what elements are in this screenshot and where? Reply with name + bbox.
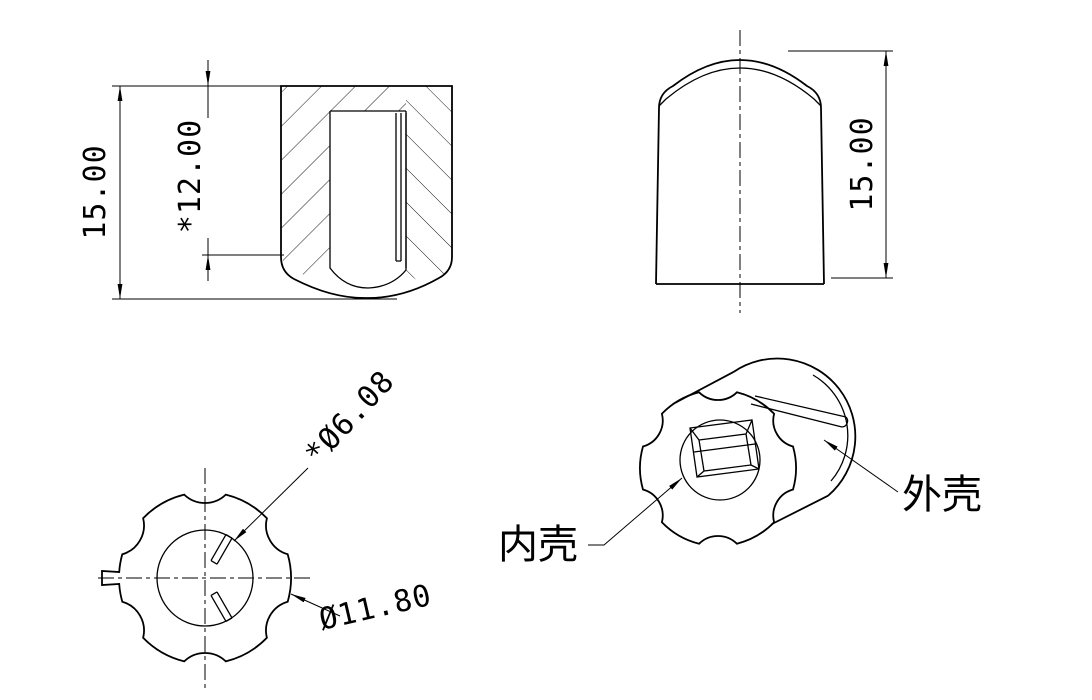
label-outer-shell: 外壳 bbox=[902, 472, 982, 518]
iso-inner-shell-circle bbox=[679, 419, 761, 501]
view-front-section: 15.00 *12.00 bbox=[78, 60, 453, 300]
label-inner-shell: 内壳 bbox=[498, 522, 578, 568]
view-isometric: 内壳 外壳 bbox=[498, 357, 982, 568]
dim-overall-height-front: 15.00 bbox=[78, 144, 113, 239]
dim-outer-diameter: Ø11.80 bbox=[316, 578, 435, 638]
iso-back-rim bbox=[732, 357, 857, 497]
leader-outer-dia bbox=[290, 593, 341, 617]
section-hatch-top-wall bbox=[330, 86, 406, 111]
dim-inner-diameter: *Ø6.08 bbox=[298, 364, 402, 472]
iso-socket bbox=[689, 419, 760, 478]
bottom-outer-profile bbox=[101, 493, 292, 663]
section-inner-cavity bbox=[329, 110, 407, 289]
iso-silhouette-bottom bbox=[771, 494, 829, 525]
dim-inner-depth: *12.00 bbox=[173, 119, 208, 233]
iso-shell-slot bbox=[750, 395, 849, 428]
view-side-profile: 15.00 bbox=[655, 30, 893, 313]
dim-overall-height-side: 15.00 bbox=[845, 116, 880, 211]
section-inner-stem bbox=[395, 113, 407, 268]
leader-outer-shell bbox=[823, 439, 899, 493]
section-hatch-right-wall bbox=[406, 86, 452, 283]
leader-inner-dia bbox=[233, 467, 309, 542]
iso-back-rim-inner bbox=[812, 374, 849, 482]
section-hatch-left-wall bbox=[281, 86, 330, 276]
bottom-keyway-bottom bbox=[210, 591, 233, 622]
leader-inner-shell bbox=[588, 477, 683, 546]
iso-front-face bbox=[639, 391, 797, 545]
view-bottom: *Ø6.08 Ø11.80 bbox=[98, 364, 435, 692]
bottom-keyway-top bbox=[210, 534, 233, 565]
